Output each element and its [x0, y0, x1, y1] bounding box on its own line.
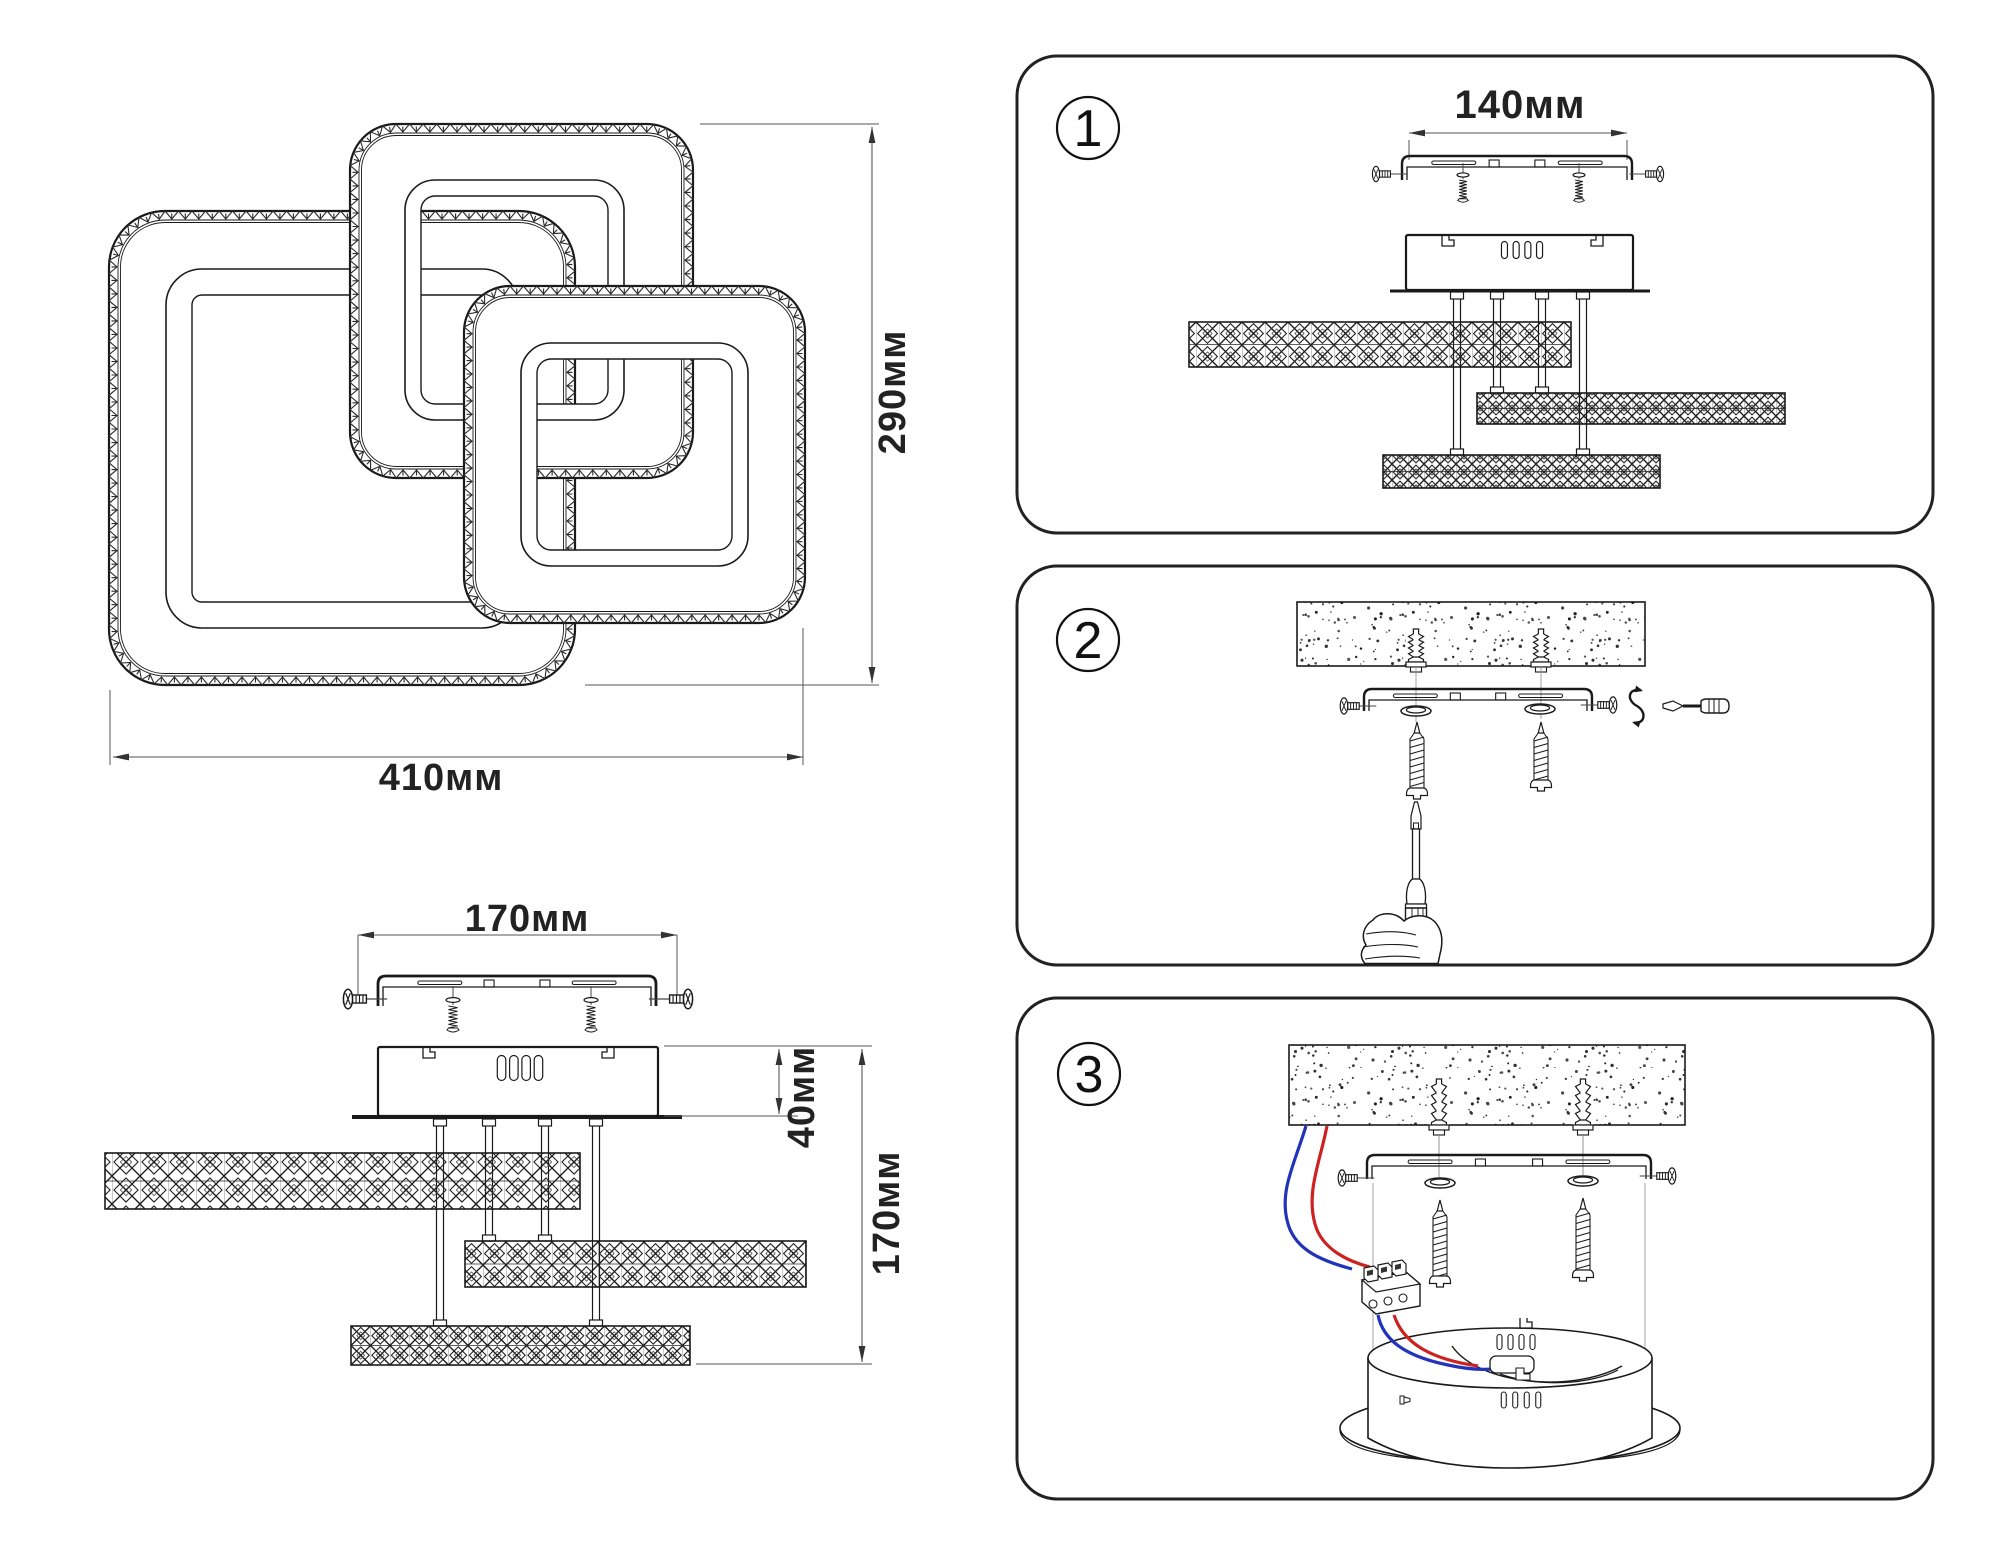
svg-text:410мм: 410мм — [379, 757, 504, 799]
svg-text:170мм: 170мм — [866, 1151, 908, 1276]
svg-text:170мм: 170мм — [465, 898, 590, 940]
svg-text:2: 2 — [1074, 612, 1103, 670]
svg-text:290мм: 290мм — [872, 330, 914, 455]
svg-text:140мм: 140мм — [1455, 83, 1586, 127]
svg-text:1: 1 — [1074, 100, 1103, 158]
svg-text:3: 3 — [1075, 1046, 1104, 1104]
svg-text:40мм: 40мм — [781, 1046, 823, 1149]
